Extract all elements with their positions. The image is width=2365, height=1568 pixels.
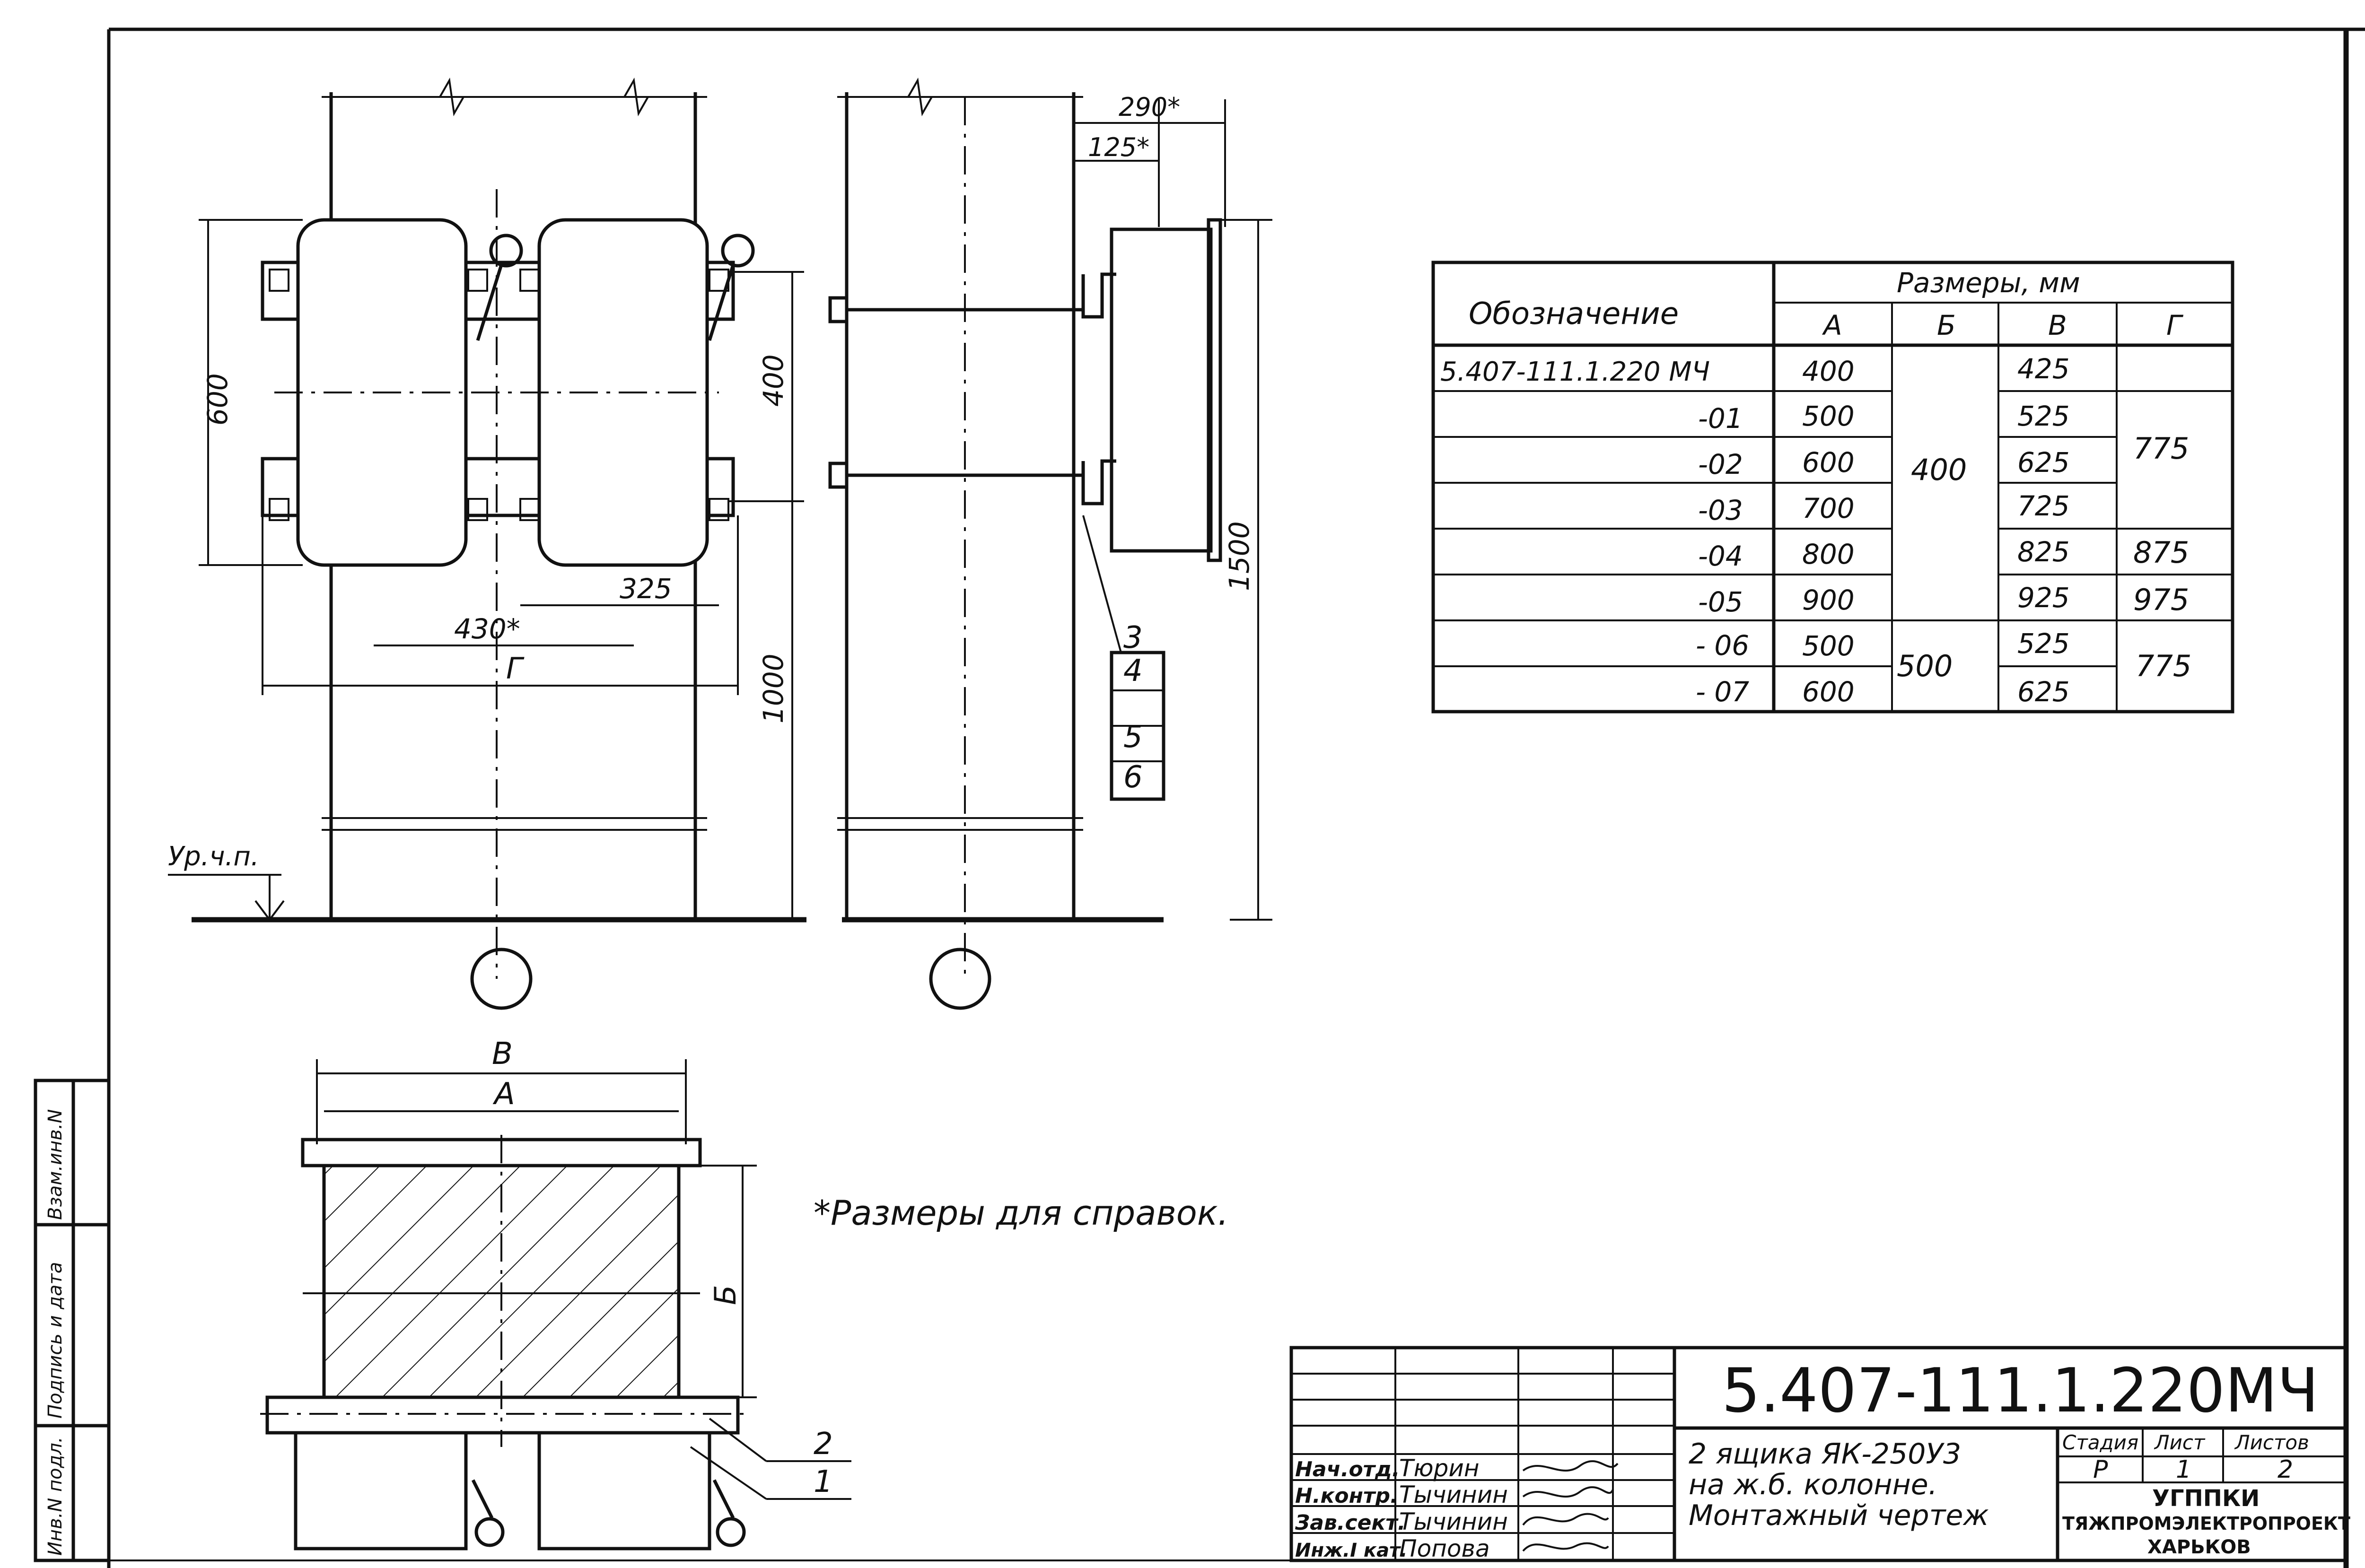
table-row: -02 600 625 — [1698, 446, 2070, 480]
table-g-merged-3: 975 — [2133, 583, 2189, 617]
side-stamp-replace: Взам.инв.N — [44, 1109, 66, 1220]
row-v: 525 — [2017, 627, 2070, 660]
dim-1500: 1500 — [1223, 521, 1255, 591]
callout-4: 4 — [1123, 653, 1143, 688]
dim-290: 290* — [1119, 92, 1180, 122]
role-1: Нач.отд. — [1295, 1457, 1400, 1481]
row-v: 525 — [2017, 400, 2070, 432]
stage-value: Р — [2093, 1455, 2108, 1484]
dim-b-letter: Б — [708, 1285, 743, 1305]
stage-label: Стадия — [2062, 1431, 2138, 1454]
row-v: 725 — [2017, 490, 2070, 522]
row-a: 400 — [1802, 355, 1855, 387]
callout-6: 6 — [1123, 760, 1143, 795]
row-a: 800 — [1802, 538, 1855, 570]
role-2: Н.контр. — [1295, 1484, 1398, 1508]
row-designation: -02 — [1698, 448, 1743, 480]
row-designation: -04 — [1698, 540, 1743, 572]
doc-number: 5.407-111.1.220МЧ — [1722, 1356, 2319, 1426]
signatures — [1522, 1460, 1619, 1552]
row-a: 900 — [1802, 584, 1855, 616]
name-1: Тюрин — [1399, 1455, 1480, 1482]
table-sizes-header: Размеры, мм — [1897, 267, 2080, 299]
table-col-v: В — [2048, 309, 2067, 341]
dim-600: 600 — [201, 373, 234, 426]
name-2: Тычинин — [1399, 1481, 1508, 1508]
row-designation: 5.407-111.1.220 МЧ — [1440, 357, 1710, 387]
dim-430: 430* — [454, 613, 520, 645]
table-row: -04 800 825 — [1698, 536, 2070, 572]
dim-a-letter: А — [492, 1077, 515, 1112]
table-col-b: Б — [1937, 309, 1956, 341]
org-line-2: ТЯЖПРОМЭЛЕКТРОПРОЕКТ — [2062, 1513, 2350, 1534]
row-designation: - 06 — [1696, 629, 1749, 662]
row-designation: -01 — [1698, 402, 1743, 435]
side-view — [828, 77, 1272, 1010]
row-a: 700 — [1802, 492, 1855, 524]
row-v: 925 — [2017, 582, 2070, 614]
table-g-merged-1: 775 — [2133, 431, 2189, 466]
sheets-label: Листов — [2234, 1431, 2309, 1454]
title-block — [1289, 1346, 2348, 1562]
table-g-merged-4: 775 — [2136, 649, 2191, 683]
table-col-a: А — [1822, 309, 1842, 341]
name-4: Попова — [1399, 1535, 1490, 1562]
row-designation: -05 — [1698, 586, 1743, 618]
table-row: - 06 500 525 — [1696, 627, 2070, 662]
dim-v-letter: В — [492, 1037, 513, 1071]
title-line-2: на ж.б. колонне. — [1689, 1468, 1937, 1501]
level-label: Ур.ч.п. — [168, 841, 259, 872]
reference-note: *Размеры для справок. — [814, 1193, 1228, 1233]
sheets-value: 2 — [2277, 1455, 2293, 1484]
row-designation: -03 — [1698, 494, 1743, 526]
dim-1000: 1000 — [757, 653, 789, 723]
row-a: 600 — [1802, 676, 1855, 708]
table-g-merged-2: 875 — [2133, 535, 2189, 570]
row-v: 625 — [2017, 446, 2070, 479]
side-stamp-sign: Подпись и дата — [44, 1262, 66, 1419]
row-a: 600 — [1802, 446, 1855, 479]
table-b-merged-1: 400 — [1911, 453, 1967, 487]
table-col-g: Г — [2166, 309, 2184, 341]
table-row: 5.407-111.1.220 МЧ 400 425 — [1440, 353, 2070, 387]
dim-400: 400 — [757, 354, 789, 407]
callout-3: 3 — [1123, 620, 1143, 655]
row-a: 500 — [1802, 630, 1855, 662]
dim-325: 325 — [620, 573, 672, 605]
row-v: 425 — [2017, 353, 2070, 385]
name-3: Тычинин — [1399, 1508, 1508, 1535]
plan-view — [260, 1059, 851, 1551]
title-line-3: Монтажный чертеж — [1689, 1499, 1989, 1532]
table-row: - 07 600 625 — [1696, 676, 2070, 708]
title-line-1: 2 ящика ЯК-250У3 — [1689, 1437, 1961, 1471]
side-stamp-inv: Инв.N подл. — [44, 1437, 66, 1556]
callout-1: 1 — [814, 1464, 833, 1499]
org-line-1: УГППКИ — [2152, 1485, 2260, 1512]
sheet-value: 1 — [2176, 1455, 2191, 1484]
role-3: Зав.сект. — [1295, 1511, 1406, 1535]
row-designation: - 07 — [1696, 676, 1749, 708]
table-row: -05 900 925 — [1698, 582, 2070, 618]
table-row: -03 700 725 — [1698, 490, 2070, 526]
callout-2: 2 — [814, 1427, 833, 1462]
table-row: -01 500 525 — [1698, 400, 2070, 435]
dim-g-letter: Г — [506, 651, 525, 686]
table-b-merged-2: 500 — [1897, 649, 1953, 683]
row-v: 825 — [2017, 536, 2070, 568]
org-line-3: ХАРЬКОВ — [2147, 1536, 2251, 1558]
row-a: 500 — [1802, 400, 1855, 432]
dim-125: 125* — [1088, 132, 1149, 162]
side-stamp: Инв.N подл. Подпись и дата Взам.инв.N — [34, 1079, 111, 1562]
callout-5: 5 — [1123, 720, 1143, 755]
front-view — [168, 77, 806, 1010]
sheet-label: Лист — [2154, 1431, 2206, 1454]
size-table — [1431, 261, 2234, 714]
table-designation-header: Обозначение — [1469, 296, 1679, 331]
row-v: 625 — [2017, 676, 2070, 708]
role-4: Инж.I кат. — [1295, 1540, 1407, 1561]
